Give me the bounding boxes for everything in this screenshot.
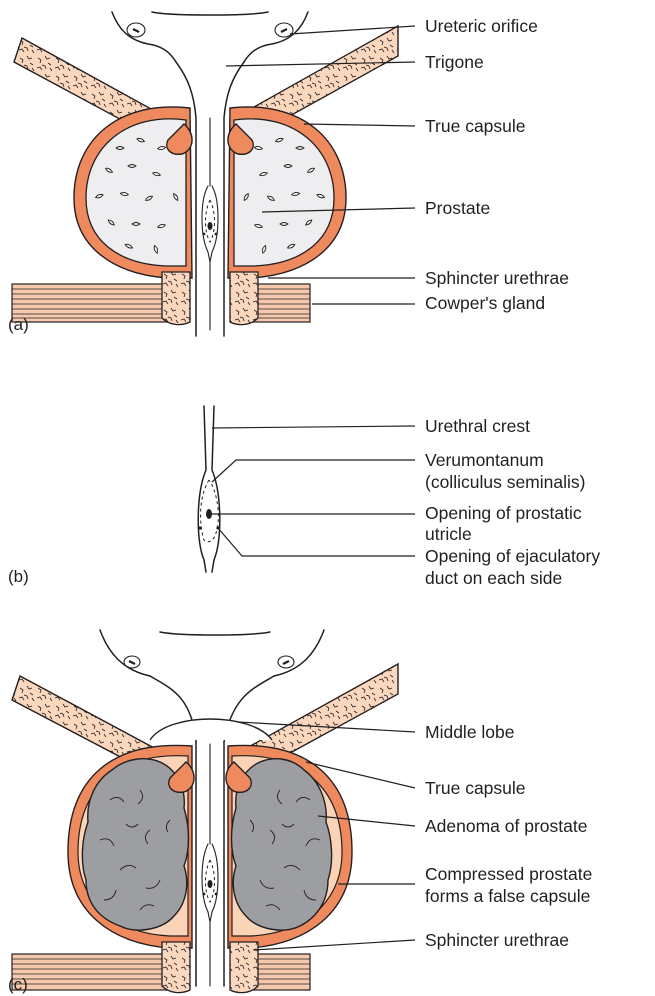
label-sphincter-urethrae-c: Sphincter urethrae [425, 930, 569, 950]
prostatic-utricle-opening [206, 509, 212, 519]
cowpers-gland-right [230, 272, 258, 325]
panel-label-a: (a) [8, 315, 29, 334]
urethral-crest-right [212, 406, 220, 572]
label-urethral-crest: Urethral crest [425, 416, 530, 436]
panel-c: Middle lobe True capsule Adenoma of pros… [8, 630, 592, 994]
label-true-capsule-c: True capsule [425, 778, 526, 798]
label-prostatic-utricle-2: utricle [425, 524, 472, 544]
sphincter-urethrae-left-c [12, 954, 170, 990]
label-sphincter-urethrae: Sphincter urethrae [425, 268, 569, 288]
panel-label-b: (b) [8, 567, 29, 586]
panel-b: Urethral crest Verumontanum (colliculus … [8, 406, 600, 588]
label-ureteric-orifice: Ureteric orifice [425, 16, 538, 36]
urethral-crest-left [198, 406, 206, 572]
label-prostate: Prostate [425, 198, 490, 218]
label-cowpers-gland: Cowper's gland [425, 293, 545, 313]
bladder-outline [112, 12, 176, 62]
middle-lobe [150, 719, 272, 740]
cowpers-gland-left [162, 272, 190, 325]
sphincter-urethrae-right-c [250, 954, 310, 990]
label-compressed-prostate-2: forms a false capsule [425, 886, 590, 906]
label-ejaculatory-duct-2: duct on each side [425, 568, 562, 588]
label-adenoma-of-prostate: Adenoma of prostate [425, 816, 587, 836]
ejaculatory-duct-opening-left [198, 526, 201, 529]
sphincter-urethrae-left [12, 284, 170, 322]
label-verumontanum: Verumontanum [425, 450, 544, 470]
label-true-capsule: True capsule [425, 116, 526, 136]
label-prostatic-utricle-1: Opening of prostatic [425, 503, 582, 523]
label-trigone: Trigone [425, 52, 484, 72]
sphincter-urethrae-right [250, 284, 310, 322]
panel-label-c: (c) [8, 975, 28, 994]
label-middle-lobe: Middle lobe [425, 722, 515, 742]
label-ejaculatory-duct-1: Opening of ejaculatory [425, 546, 600, 566]
panel-a: Ureteric orifice Trigone True capsule Pr… [8, 12, 569, 336]
label-colliculus-seminalis: (colliculus seminalis) [425, 472, 585, 492]
label-compressed-prostate-1: Compressed prostate [425, 864, 592, 884]
